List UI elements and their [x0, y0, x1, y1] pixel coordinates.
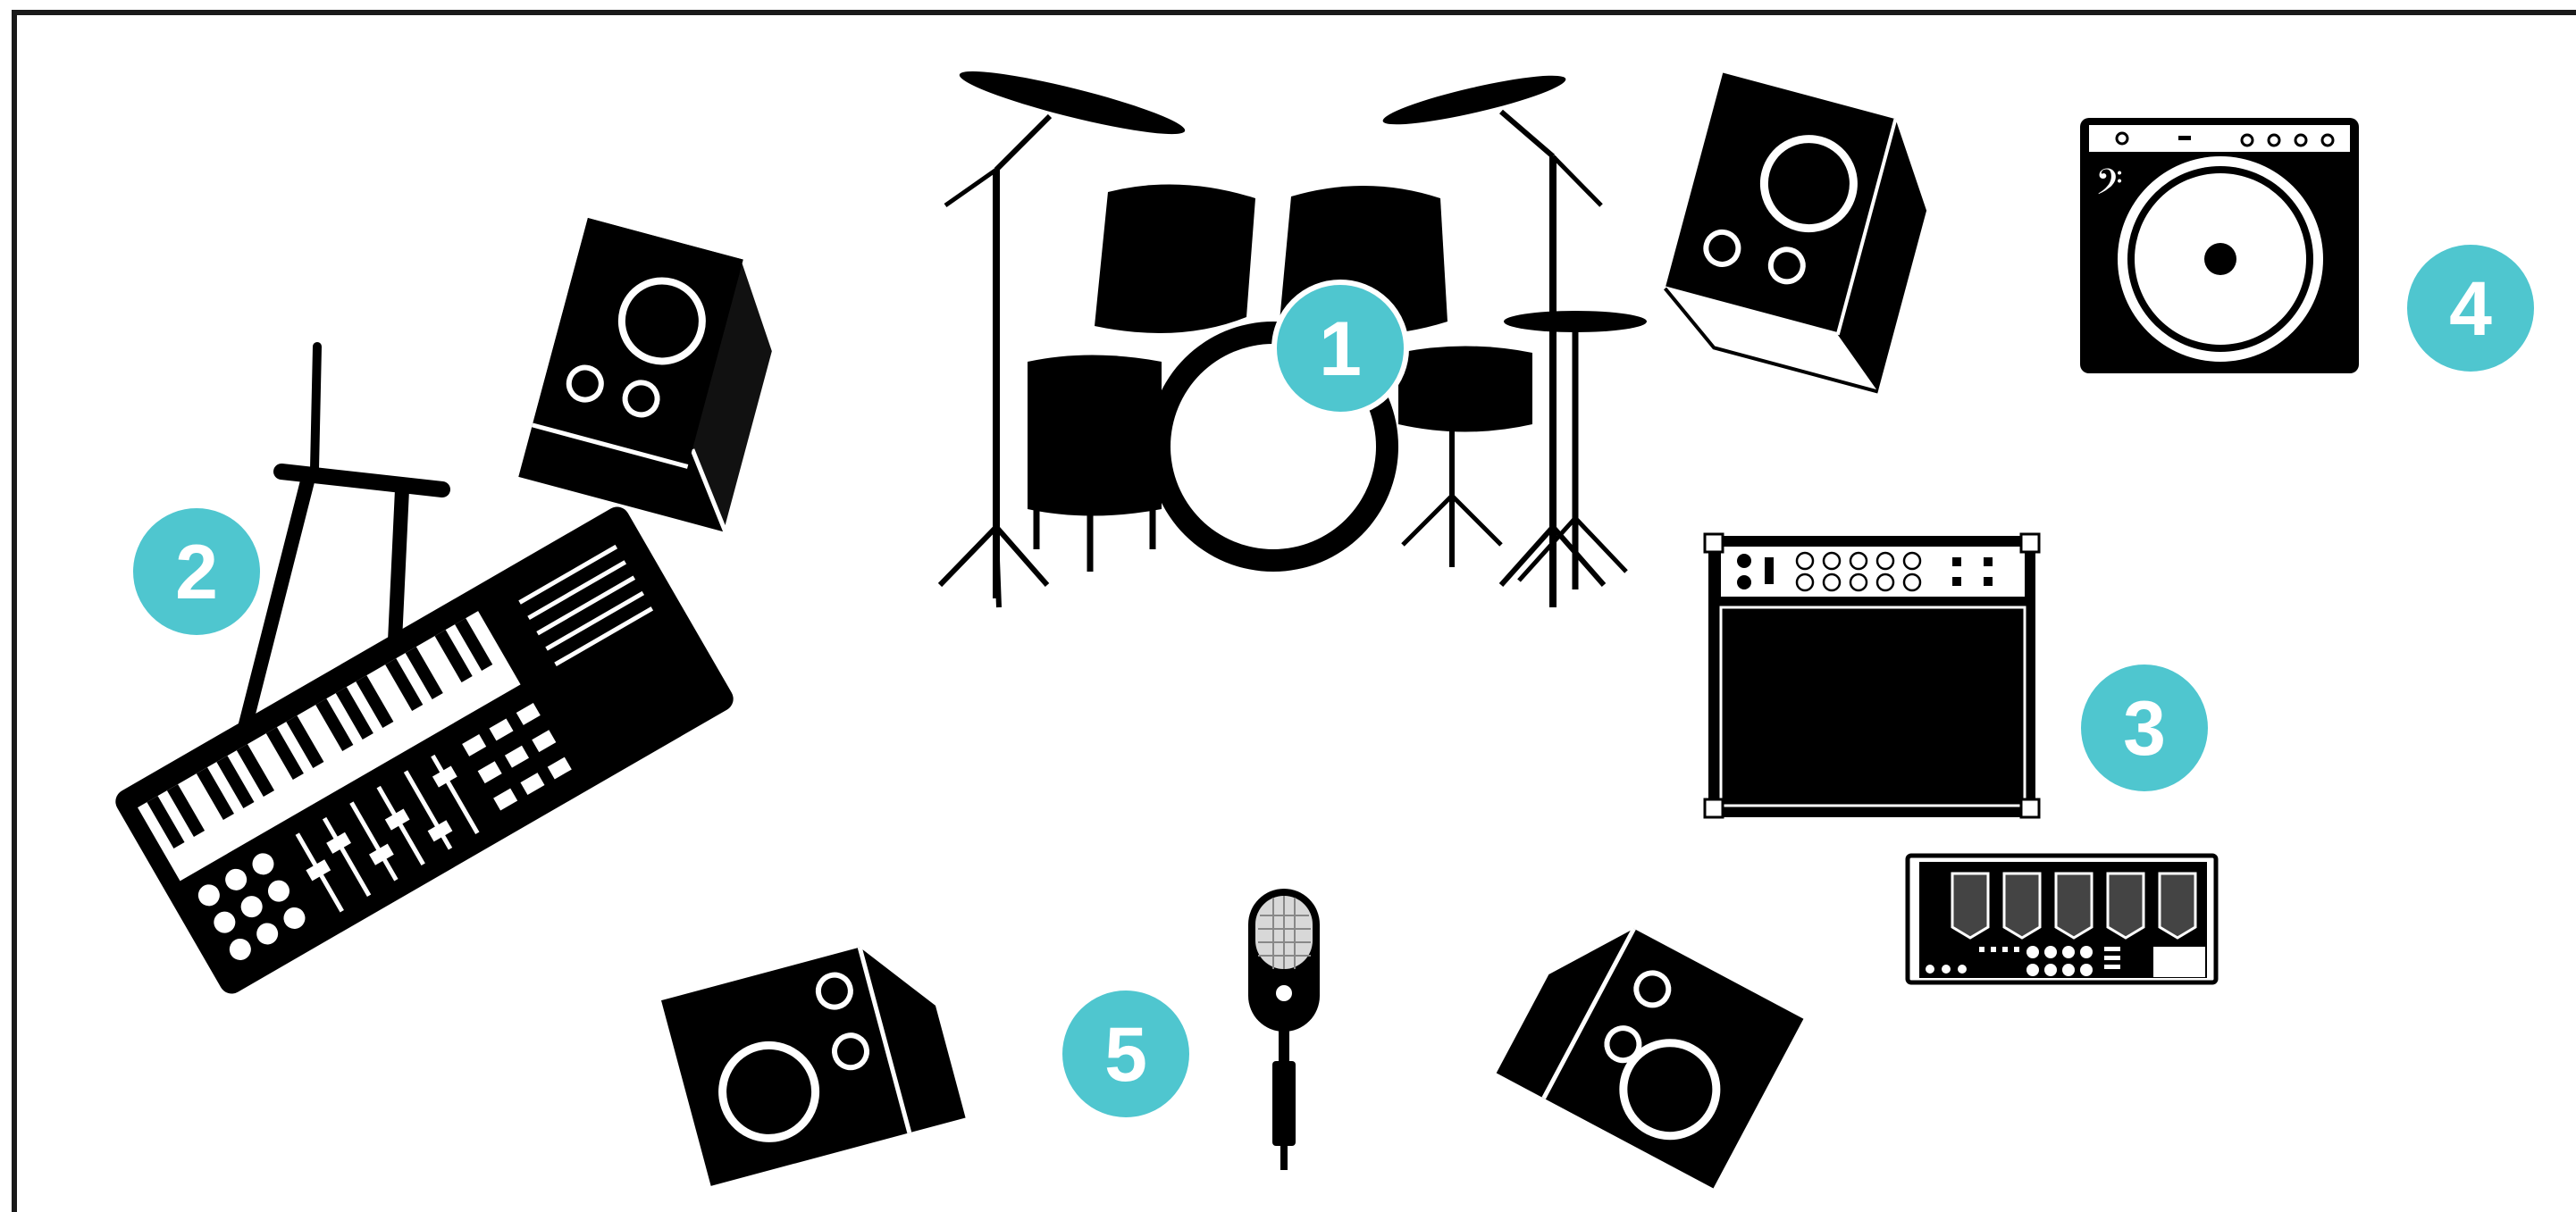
badge-guitar-amp-number: 3: [2123, 686, 2166, 772]
badge-keyboard-number: 2: [175, 530, 218, 615]
badge-keyboard: 2: [130, 506, 263, 638]
badge-bass-amp: 4: [2404, 242, 2537, 374]
badge-guitar-amp: 3: [2078, 662, 2211, 794]
badge-bass-amp-number: 4: [2449, 266, 2492, 352]
badge-drums-number: 1: [1319, 306, 1362, 392]
bass-clef-icon: 𝄢: [2095, 162, 2123, 212]
badge-vocal-mic-number: 5: [1104, 1012, 1147, 1098]
bass-amplifier-icon: 𝄢: [2080, 118, 2359, 373]
badge-drums: 1: [1274, 282, 1406, 414]
effects-pedalboard-icon: [1908, 856, 2216, 982]
guitar-amplifier-icon: [1705, 534, 2039, 817]
badge-vocal-mic: 5: [1060, 988, 1192, 1120]
